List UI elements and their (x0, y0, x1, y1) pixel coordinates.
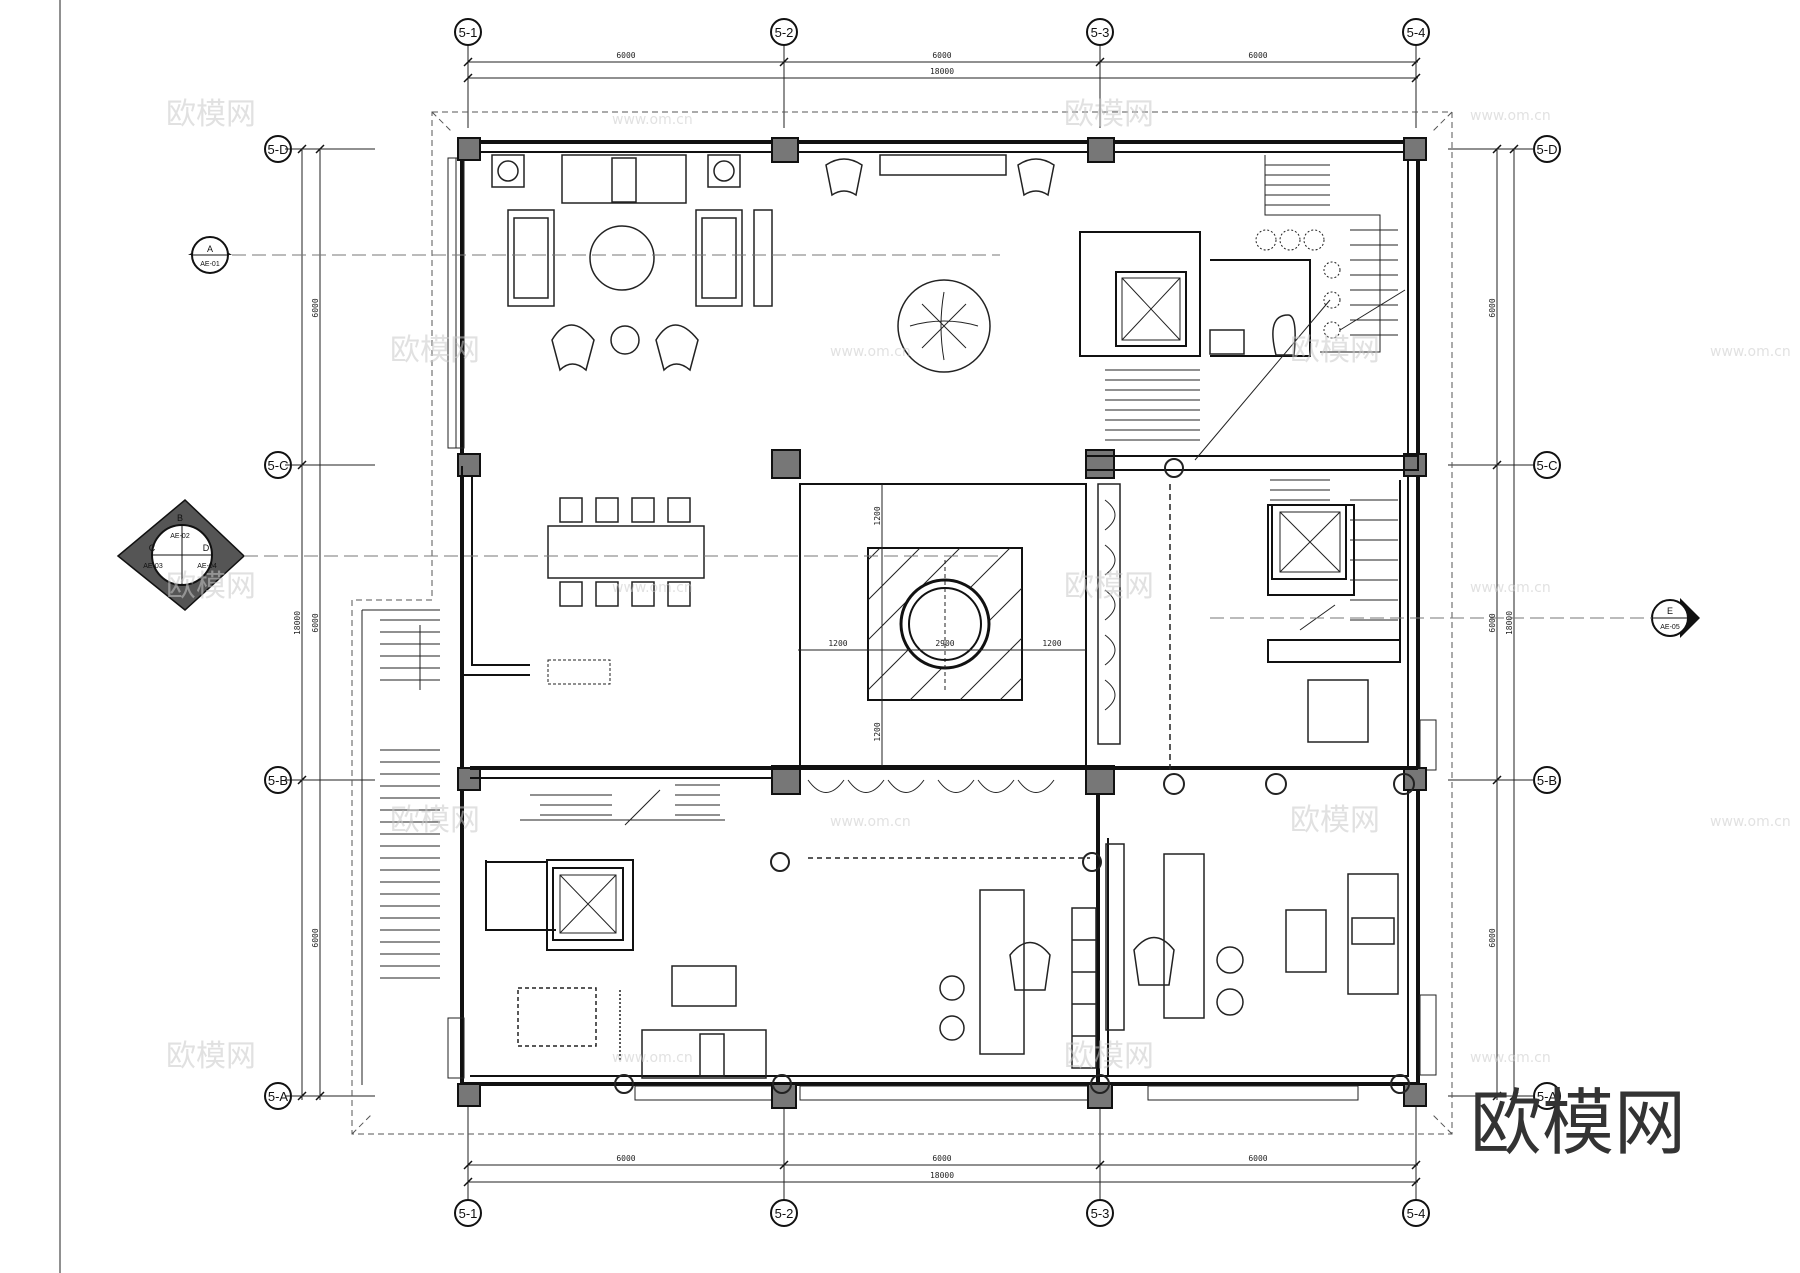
dim-atrium-side: 1200 (1042, 639, 1061, 648)
grid-label: 5-4 (1407, 1206, 1426, 1221)
brand-mark: 欧模网 (1470, 1081, 1686, 1165)
grid-label: 5-1 (459, 25, 478, 40)
watermark-cn: 欧模网 (1290, 803, 1380, 838)
dim-bay: 6000 (311, 298, 320, 317)
watermark-cn: 欧模网 (390, 333, 480, 368)
grid-label: 5-C (268, 458, 289, 473)
dim-bay: 6000 (616, 1154, 635, 1163)
grid-axis-right: 5-D 5-C 5-B 5-A (1533, 135, 1561, 1110)
dim-bay: 6000 (1488, 928, 1497, 947)
atrium-void: 1200 1200 2900 1200 1200 (798, 484, 1086, 766)
section-marker-bcd: B AE-02 C AE-03 D AE-04 (116, 498, 1000, 611)
dim-overall: 18000 (293, 611, 302, 635)
watermark-url: www.om.cn (1470, 580, 1551, 596)
watermark-url: www.om.cn (1710, 344, 1791, 360)
structural-columns (457, 137, 1427, 1109)
section-marker-ref: AE-03 (143, 563, 163, 570)
dim-bay: 6000 (616, 51, 635, 60)
section-marker-ref: AE-04 (197, 563, 217, 570)
grid-label: 5-A (1537, 1089, 1558, 1104)
grid-label: 5-D (268, 142, 289, 157)
section-marker-letter: C (149, 543, 156, 553)
dim-bay: 6000 (932, 1154, 951, 1163)
watermark-url: www.om.cn (612, 112, 693, 128)
dim-atrium-center: 2900 (935, 639, 954, 648)
dim-bay: 6000 (311, 928, 320, 947)
dim-bay: 6000 (1248, 51, 1267, 60)
watermark-cn: 欧模网 (1290, 333, 1380, 368)
dim-bay: 6000 (1488, 613, 1497, 632)
section-marker-ref: AE-02 (170, 533, 190, 540)
dim-overall: 18000 (930, 1171, 954, 1180)
grid-axis-bottom: 5-1 5-2 5-3 5-4 (454, 1199, 1430, 1227)
watermark-cn: 欧模网 (1064, 1039, 1154, 1074)
dim-atrium-side: 1200 (873, 722, 882, 741)
watermark-url: www.om.cn (1470, 1050, 1551, 1066)
grid-label: 5-D (1537, 142, 1558, 157)
section-marker-letter: B (177, 513, 183, 523)
watermarks: 欧模网 www.om.cn 欧模网 www.om.cn 欧模网 www.om.c… (166, 97, 1791, 1074)
section-marker-ref: AE-05 (1660, 624, 1680, 631)
dim-atrium-side: 1200 (873, 506, 882, 525)
grid-label: 5-B (268, 773, 288, 788)
dim-bay: 6000 (1248, 1154, 1267, 1163)
grid-label: 5-2 (775, 25, 794, 40)
dim-bay: 6000 (1488, 298, 1497, 317)
grid-label: 5-1 (459, 1206, 478, 1221)
watermark-cn: 欧模网 (166, 1039, 256, 1074)
furniture (491, 154, 1415, 1094)
section-marker-letter: E (1667, 606, 1673, 616)
dim-overall: 18000 (1505, 611, 1514, 635)
dimension-labels: 6000 6000 6000 18000 6000 6000 6000 1800… (293, 51, 1514, 1180)
grid-label: 5-3 (1091, 25, 1110, 40)
watermark-cn: 欧模网 (390, 803, 480, 838)
watermark-cn: 欧模网 (1064, 569, 1154, 604)
watermark-url: www.om.cn (612, 1050, 693, 1066)
dim-bay: 6000 (932, 51, 951, 60)
section-marker-ref: AE-01 (200, 261, 220, 268)
dim-overall: 18000 (930, 67, 954, 76)
watermark-url: www.om.cn (1710, 814, 1791, 830)
watermark-cn: 欧模网 (166, 569, 256, 604)
grid-axis-left: 5-D 5-C 5-B 5-A (264, 135, 292, 1110)
watermark-url: www.om.cn (1470, 108, 1551, 124)
grid-label: 5-C (1537, 458, 1558, 473)
elevators (552, 271, 1347, 941)
dim-bay: 6000 (311, 613, 320, 632)
grid-label: 5-4 (1407, 25, 1426, 40)
grid-axis-top: 5-1 5-2 5-3 5-4 (454, 18, 1430, 46)
interior-walls (461, 231, 1419, 1084)
grid-label: 5-A (268, 1089, 289, 1104)
grid-label: 5-2 (775, 1206, 794, 1221)
section-marker-e: E AE-05 (1210, 598, 1700, 638)
watermark-url: www.om.cn (830, 814, 911, 830)
watermark-cn: 欧模网 (166, 97, 256, 132)
watermark-url: www.om.cn (612, 580, 693, 596)
staircases (361, 155, 1406, 1085)
watermark-cn: 欧模网 (1064, 97, 1154, 132)
section-marker-letter: D (203, 543, 210, 553)
section-marker-a: A AE-01 (188, 236, 1000, 274)
grid-label: 5-3 (1091, 1206, 1110, 1221)
grid-label: 5-B (1537, 773, 1557, 788)
section-marker-letter: A (207, 244, 213, 254)
watermark-url: www.om.cn (830, 344, 911, 360)
dim-atrium-side: 1200 (828, 639, 847, 648)
